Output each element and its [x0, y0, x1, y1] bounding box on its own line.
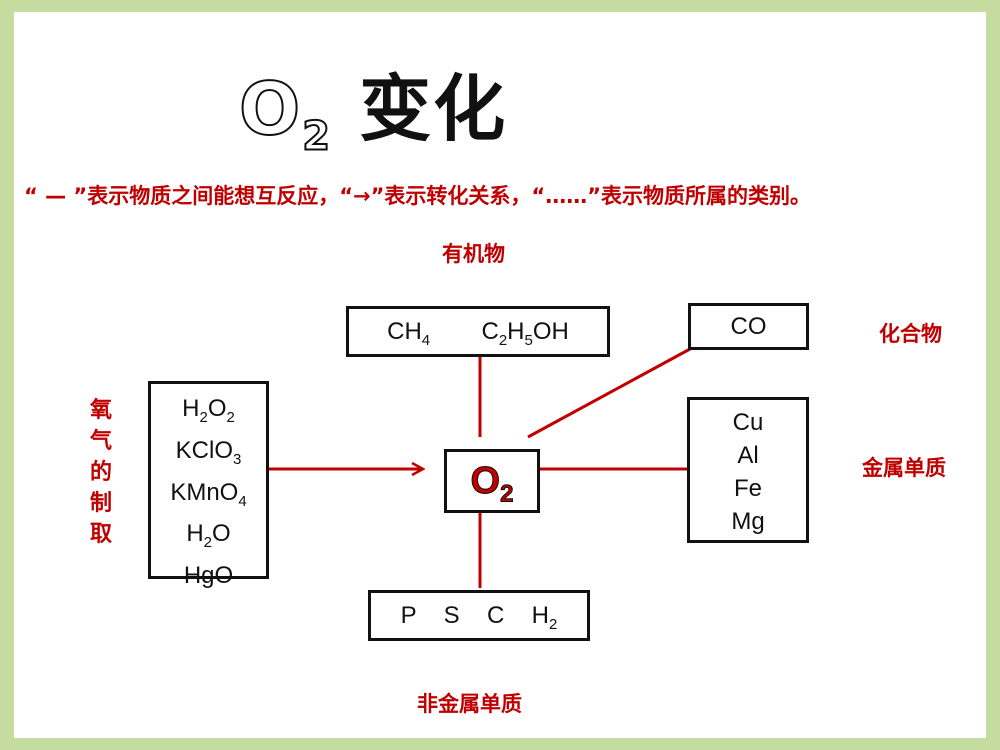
- line-compound: [527, 347, 691, 439]
- category-compound: 化合物: [879, 322, 942, 346]
- center-o2-box: O2: [444, 449, 540, 513]
- title-rest: 变化: [332, 67, 508, 151]
- preparation-box: H2O2 KClO3 KMnO4 H2O HgO: [148, 381, 269, 589]
- metal-box: Cu Al Fe Mg: [687, 397, 809, 543]
- category-preparation: 氧 气 的 制 取: [86, 395, 116, 550]
- connector-lines: [269, 347, 691, 588]
- formula-hgo: HgO: [183, 562, 234, 590]
- formula-kclo3: KClO3: [175, 436, 242, 468]
- title-subscript: 2: [301, 112, 333, 160]
- category-metal: 金属单质: [862, 456, 946, 480]
- formula-ch4: CH4: [387, 318, 431, 349]
- page-title: O2 变化: [238, 50, 508, 160]
- prep-char: 制: [89, 491, 112, 516]
- prep-char: 取: [89, 522, 112, 547]
- prep-char: 的: [89, 460, 112, 485]
- prep-char: 氧: [89, 398, 112, 423]
- formula-h2o2: H2O2: [182, 395, 235, 426]
- category-nonmetal: 非金属单质: [417, 692, 522, 716]
- center-o2: O2: [470, 460, 514, 509]
- nonmetal-item: P: [400, 602, 417, 629]
- organic-box: CH4 C2H5OH: [346, 306, 610, 357]
- metal-item: Fe: [733, 475, 762, 502]
- slide: O2 变化 “ — ”表示物质之间能想互反应，“→”表示转化关系，“……”表示物…: [14, 12, 986, 738]
- metal-item: Mg: [731, 508, 765, 535]
- metal-item: Cu: [732, 409, 764, 436]
- formula-kmno4: KMnO4: [170, 478, 247, 510]
- category-organic: 有机物: [442, 242, 505, 266]
- nonmetal-item: H2: [531, 602, 558, 633]
- legend-text: “ — ”表示物质之间能想互反应，“→”表示转化关系，“……”表示物质所属的类别…: [24, 184, 812, 208]
- compound-box: CO: [688, 303, 809, 350]
- nonmetal-item: S: [443, 602, 460, 629]
- title-o: O: [238, 66, 303, 152]
- nonmetal-item: C: [486, 602, 505, 629]
- metal-item: Al: [737, 442, 759, 469]
- prep-char: 气: [89, 429, 112, 454]
- formula-h2o: H2O: [186, 520, 231, 552]
- formula-c2h5oh: C2H5OH: [481, 318, 569, 349]
- formula-co: CO: [730, 313, 767, 340]
- nonmetal-box: P S C H2: [368, 590, 590, 641]
